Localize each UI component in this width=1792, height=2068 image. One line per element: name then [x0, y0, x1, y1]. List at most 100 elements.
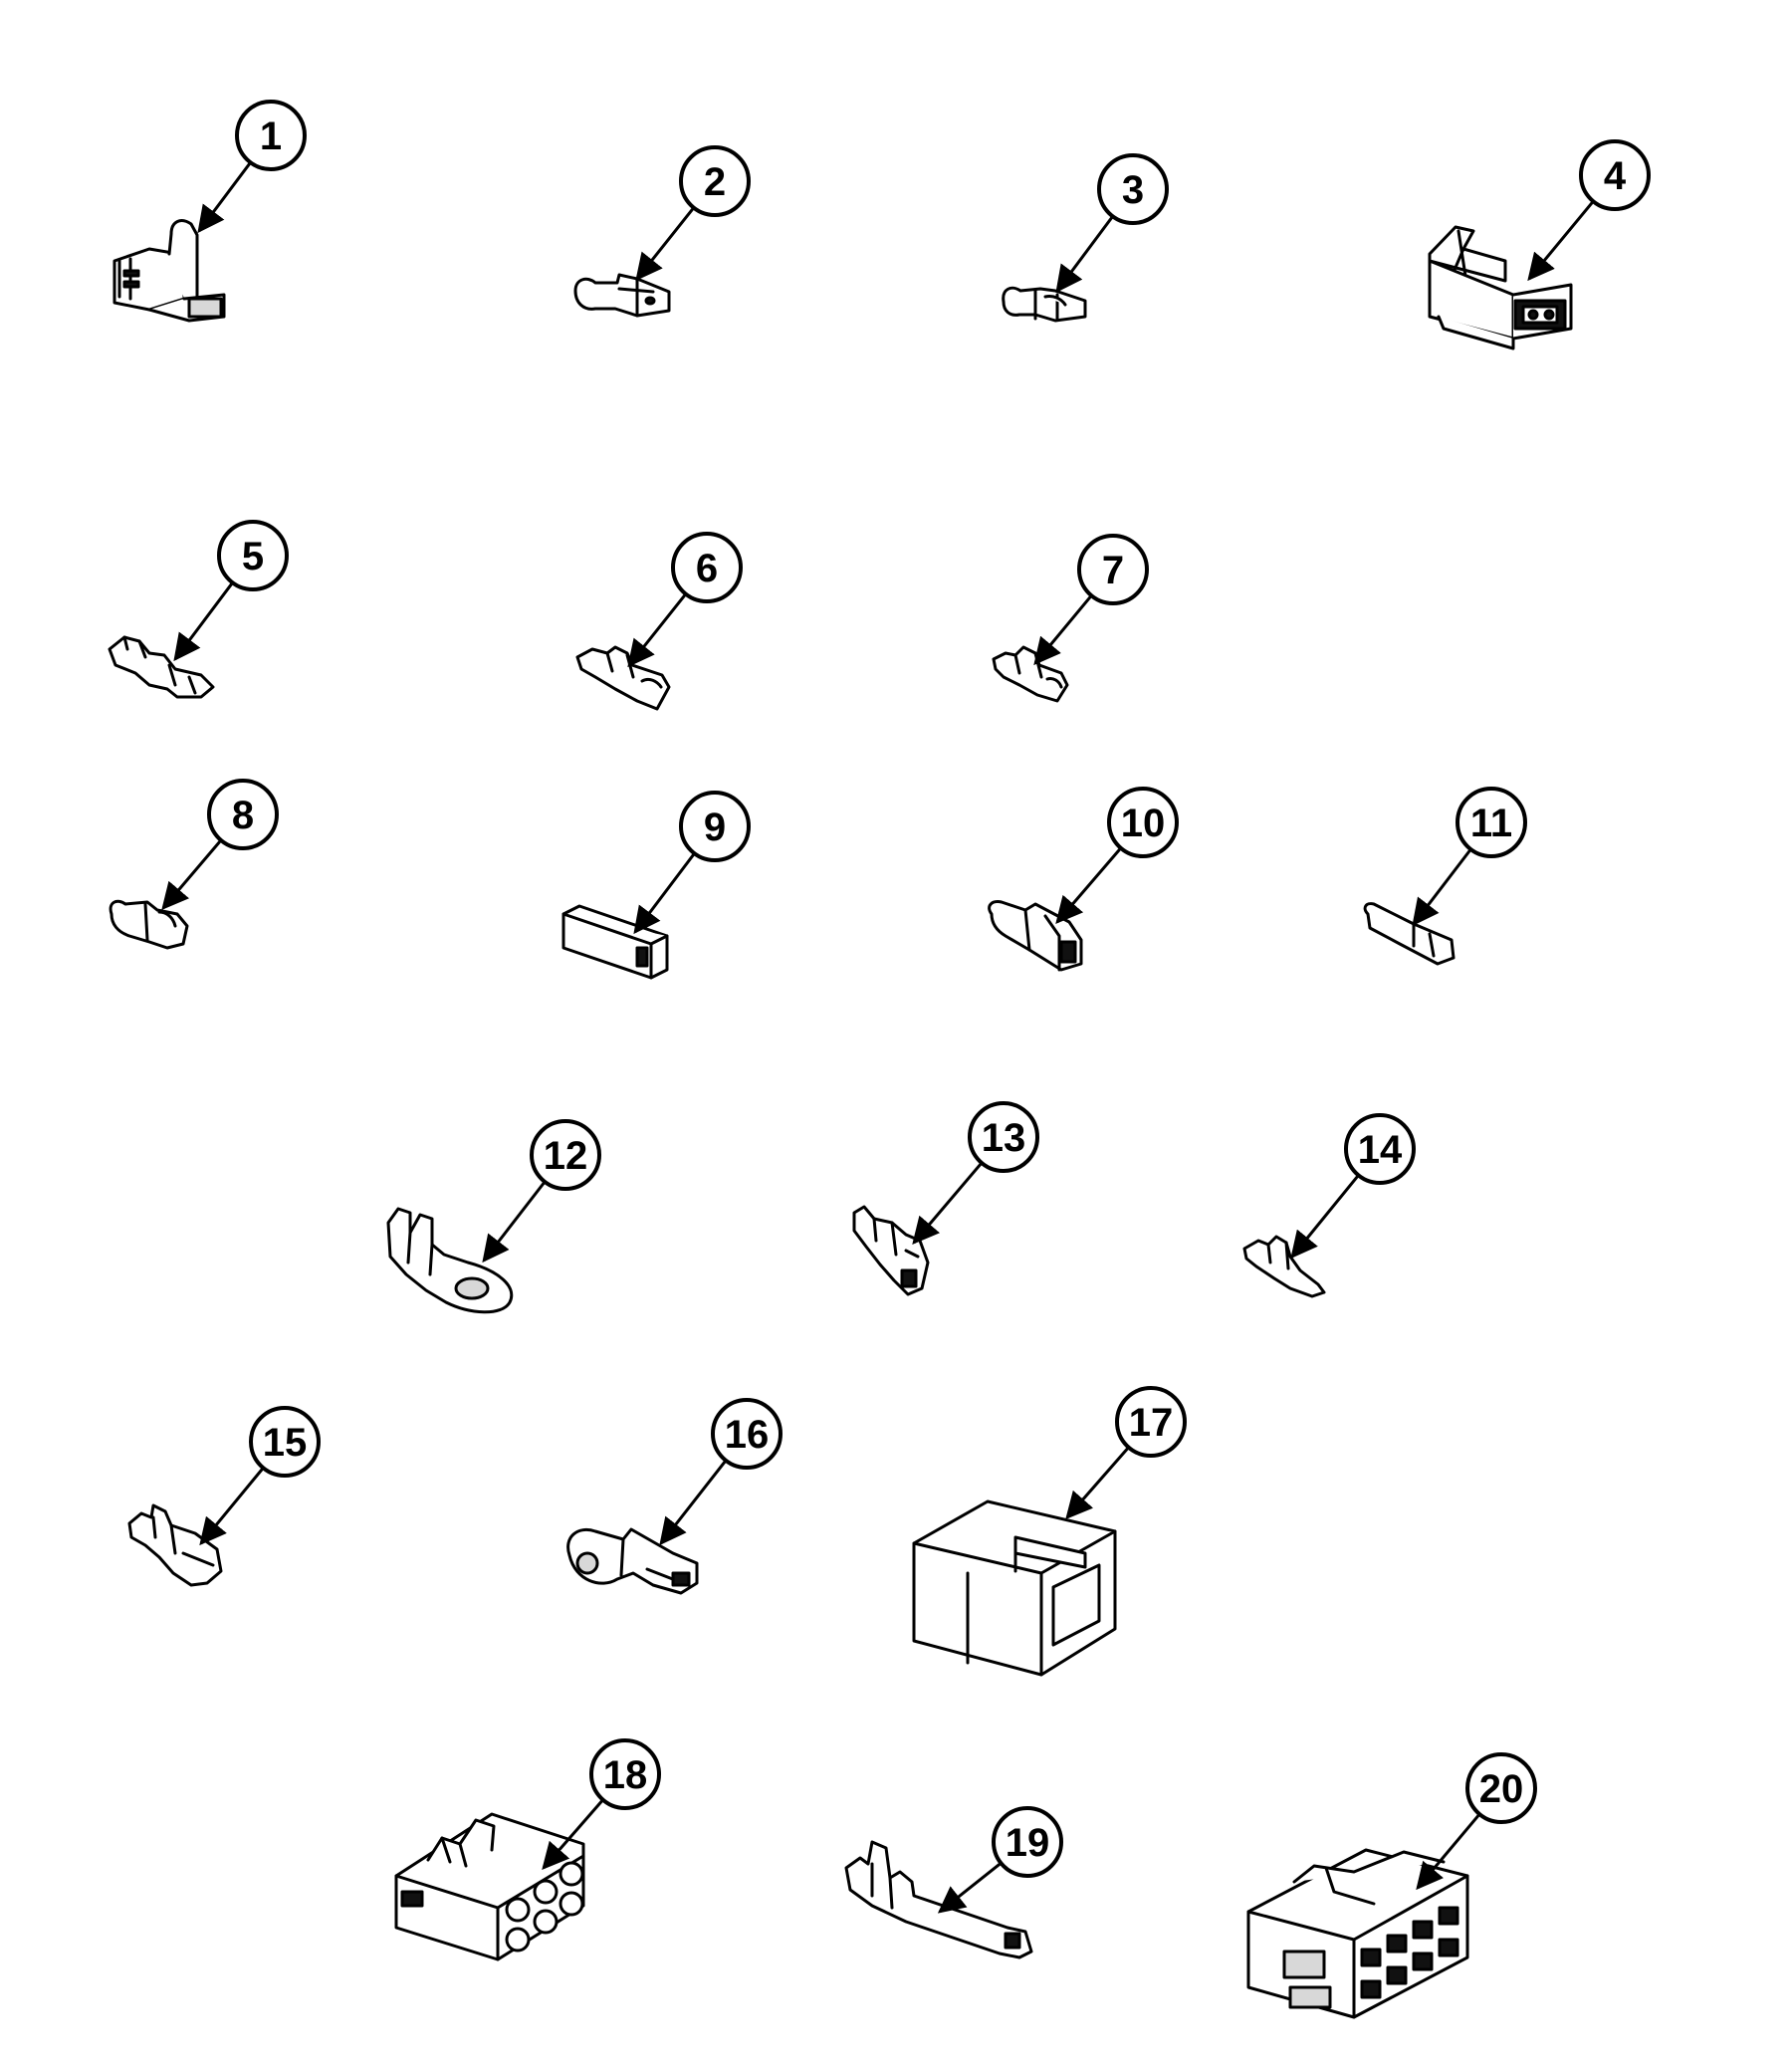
callout-circle-8 [207, 779, 279, 850]
leader-arrow-9 [633, 852, 696, 935]
leader-arrow-1 [197, 161, 252, 234]
callout-circle-2 [679, 145, 751, 217]
callout-8: 8 [207, 779, 279, 850]
part-8-terminal-drawing [109, 899, 189, 950]
callout-6: 6 [671, 532, 743, 603]
leader-arrow-2 [635, 206, 696, 282]
leader-arrow-13 [912, 1161, 984, 1246]
callout-number-11: 11 [1470, 802, 1512, 845]
callout-number-2: 2 [704, 160, 726, 204]
callout-number-10: 10 [1121, 802, 1166, 845]
part-9-sleeve-drawing [561, 904, 669, 980]
leader-arrow-14 [1290, 1174, 1360, 1260]
callout-9: 9 [679, 791, 751, 862]
callout-number-7: 7 [1102, 549, 1124, 592]
callout-number-8: 8 [232, 794, 254, 837]
callout-circle-10 [1107, 787, 1179, 858]
callout-3: 3 [1097, 153, 1169, 225]
leader-arrow-4 [1527, 200, 1595, 282]
callout-16: 16 [711, 1398, 783, 1470]
callout-11: 11 [1456, 787, 1527, 858]
leader-lines [161, 161, 1595, 1914]
part-11-terminal-drawing [1363, 902, 1456, 966]
part-5-terminal-drawing [108, 635, 215, 699]
callout-circle-12 [530, 1119, 601, 1191]
callout-number-13: 13 [982, 1116, 1026, 1160]
callout-circle-20 [1465, 1752, 1537, 1824]
callout-number-6: 6 [696, 547, 718, 590]
callout-circle-11 [1456, 787, 1527, 858]
part-13-contact-drawing [852, 1205, 930, 1296]
part-16-disconnect-drawing [566, 1527, 699, 1595]
leader-arrow-20 [1416, 1813, 1481, 1891]
leader-arrow-12 [482, 1180, 547, 1264]
callout-15: 15 [249, 1406, 321, 1478]
callout-17: 17 [1115, 1386, 1187, 1458]
leader-arrow-19 [937, 1861, 1003, 1914]
leader-arrow-16 [659, 1459, 728, 1546]
callout-20: 20 [1465, 1752, 1537, 1824]
part-6-terminal-drawing [575, 645, 671, 711]
leader-arrow-11 [1412, 848, 1472, 927]
callout-circle-19 [992, 1806, 1063, 1878]
part-3-terminal-drawing [1002, 286, 1087, 323]
callout-number-15: 15 [263, 1421, 308, 1465]
callout-circle-4 [1579, 139, 1651, 211]
part-2-terminal-drawing [573, 273, 671, 318]
callout-number-16: 16 [725, 1413, 770, 1457]
callout-circle-16 [711, 1398, 783, 1470]
part-1-connector-drawing [112, 219, 226, 323]
callout-circle-13 [968, 1101, 1039, 1173]
callout-circle-1 [235, 100, 307, 171]
callout-number-17: 17 [1129, 1401, 1174, 1445]
callout-7: 7 [1077, 534, 1149, 605]
callout-13: 13 [968, 1101, 1039, 1173]
callout-number-12: 12 [544, 1134, 588, 1178]
part-4-housing-drawing [1428, 225, 1573, 350]
leader-arrow-15 [199, 1467, 265, 1546]
callout-circle-18 [589, 1738, 661, 1810]
callout-circle-15 [249, 1406, 321, 1478]
leader-arrow-8 [161, 838, 223, 911]
leader-arrow-18 [542, 1798, 604, 1871]
callout-number-20: 20 [1479, 1767, 1524, 1811]
callout-circle-7 [1077, 534, 1149, 605]
callout-5: 5 [217, 520, 289, 591]
callout-18: 18 [589, 1738, 661, 1810]
callout-10: 10 [1107, 787, 1179, 858]
part-20-housing-drawing [1246, 1848, 1469, 2019]
part-15-terminal-drawing [127, 1503, 223, 1587]
leader-arrow-5 [173, 581, 234, 662]
callout-1: 1 [235, 100, 307, 171]
part-7-terminal-drawing [992, 645, 1069, 703]
callout-number-1: 1 [260, 115, 282, 158]
callout-2: 2 [679, 145, 751, 217]
part-18-housing-drawing [394, 1812, 585, 1961]
callout-circle-3 [1097, 153, 1169, 225]
callout-number-5: 5 [242, 535, 264, 578]
leader-arrow-6 [627, 592, 688, 668]
callout-number-9: 9 [704, 805, 726, 849]
part-12-ring-drawing [386, 1207, 514, 1314]
callout-circle-9 [679, 791, 751, 862]
callout-number-14: 14 [1358, 1128, 1403, 1172]
callout-number-4: 4 [1604, 154, 1627, 198]
callout-number-19: 19 [1006, 1821, 1050, 1865]
callout-circle-6 [671, 532, 743, 603]
callout-4: 4 [1579, 139, 1651, 211]
callout-14: 14 [1344, 1113, 1416, 1185]
leader-arrow-7 [1033, 594, 1093, 666]
callout-circle-17 [1115, 1386, 1187, 1458]
leader-arrow-3 [1055, 215, 1114, 294]
part-14-terminal-drawing [1242, 1235, 1326, 1298]
part-17-housing-drawing [912, 1499, 1117, 1677]
leader-arrow-10 [1055, 846, 1122, 925]
callout-circle-14 [1344, 1113, 1416, 1185]
callout-number-18: 18 [603, 1753, 648, 1797]
callout-number-3: 3 [1122, 168, 1144, 212]
callout-12: 12 [530, 1119, 601, 1191]
leader-arrow-17 [1065, 1446, 1130, 1520]
callout-19: 19 [992, 1806, 1063, 1878]
